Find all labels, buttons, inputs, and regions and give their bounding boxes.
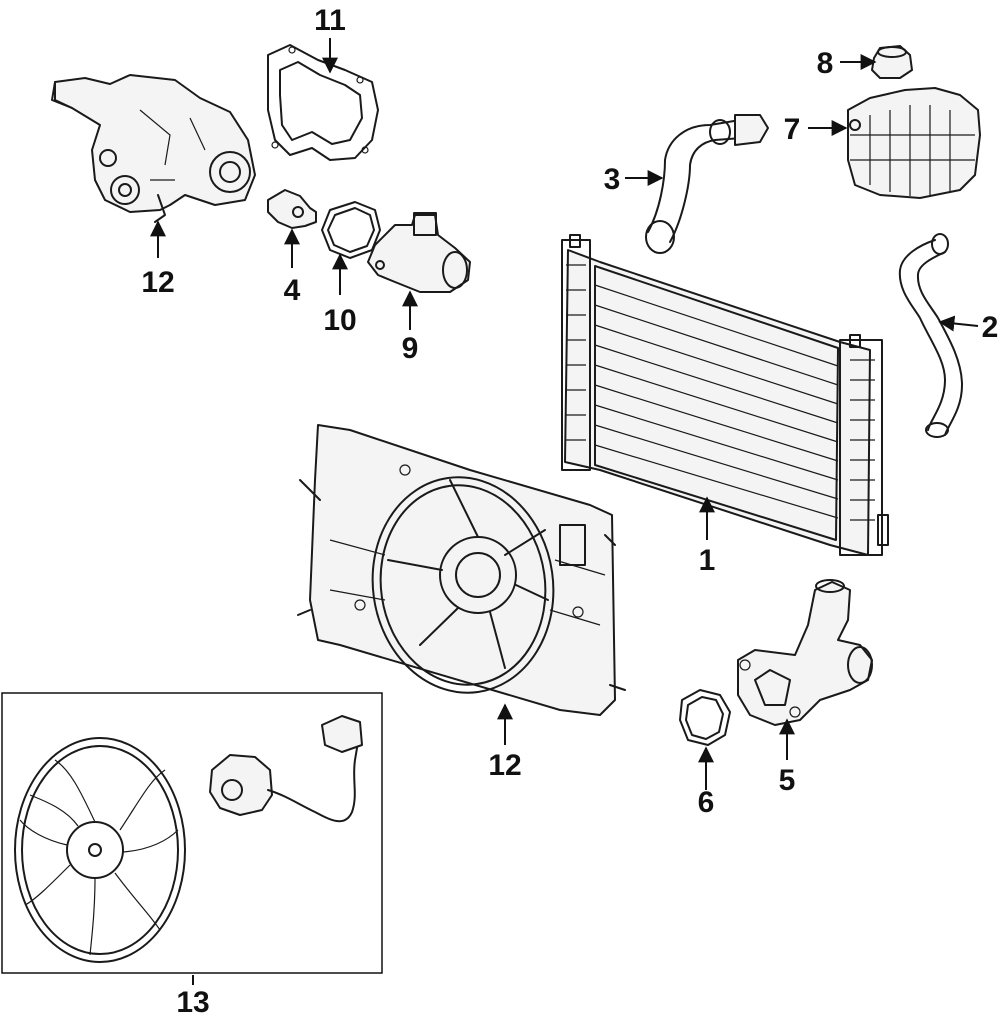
water-outlet: [737, 579, 873, 726]
reservoir-cap: [871, 45, 913, 79]
callout-11: 11: [314, 4, 346, 37]
callout-5: 5: [779, 764, 796, 797]
callout-12-top: 12: [141, 266, 174, 299]
callout-arrows: [150, 38, 979, 985]
callout-3: 3: [604, 163, 621, 196]
callout-9: 9: [402, 332, 419, 365]
callout-8: 8: [817, 47, 834, 80]
thermostat-seal: [321, 201, 381, 259]
thermostat-housing: [367, 212, 471, 293]
callout-10: 10: [323, 304, 356, 337]
callout-2: 2: [982, 311, 999, 344]
fan-assembly-box: [1, 692, 383, 974]
outlet-gasket: [679, 689, 731, 746]
callout-1: 1: [699, 544, 716, 577]
fan-shroud: [297, 424, 626, 716]
callout-7: 7: [784, 113, 801, 146]
water-pump-gasket: [267, 44, 379, 161]
callout-labels: 1 2 3 4 5 6 7 8 9 10 11 12 12 13: [141, 4, 998, 1019]
lower-radiator-hose: [898, 233, 963, 438]
temperature-sensor: [267, 189, 317, 229]
arrow-2: [938, 315, 979, 332]
callout-13: 13: [176, 986, 209, 1019]
callout-12-shroud: 12: [488, 749, 521, 782]
coolant-reservoir: [847, 87, 981, 199]
callout-4: 4: [284, 274, 301, 307]
callout-6: 6: [698, 786, 715, 819]
radiator: [561, 234, 889, 556]
water-pump-housing: [51, 74, 256, 223]
upper-radiator-hose: [645, 114, 769, 254]
